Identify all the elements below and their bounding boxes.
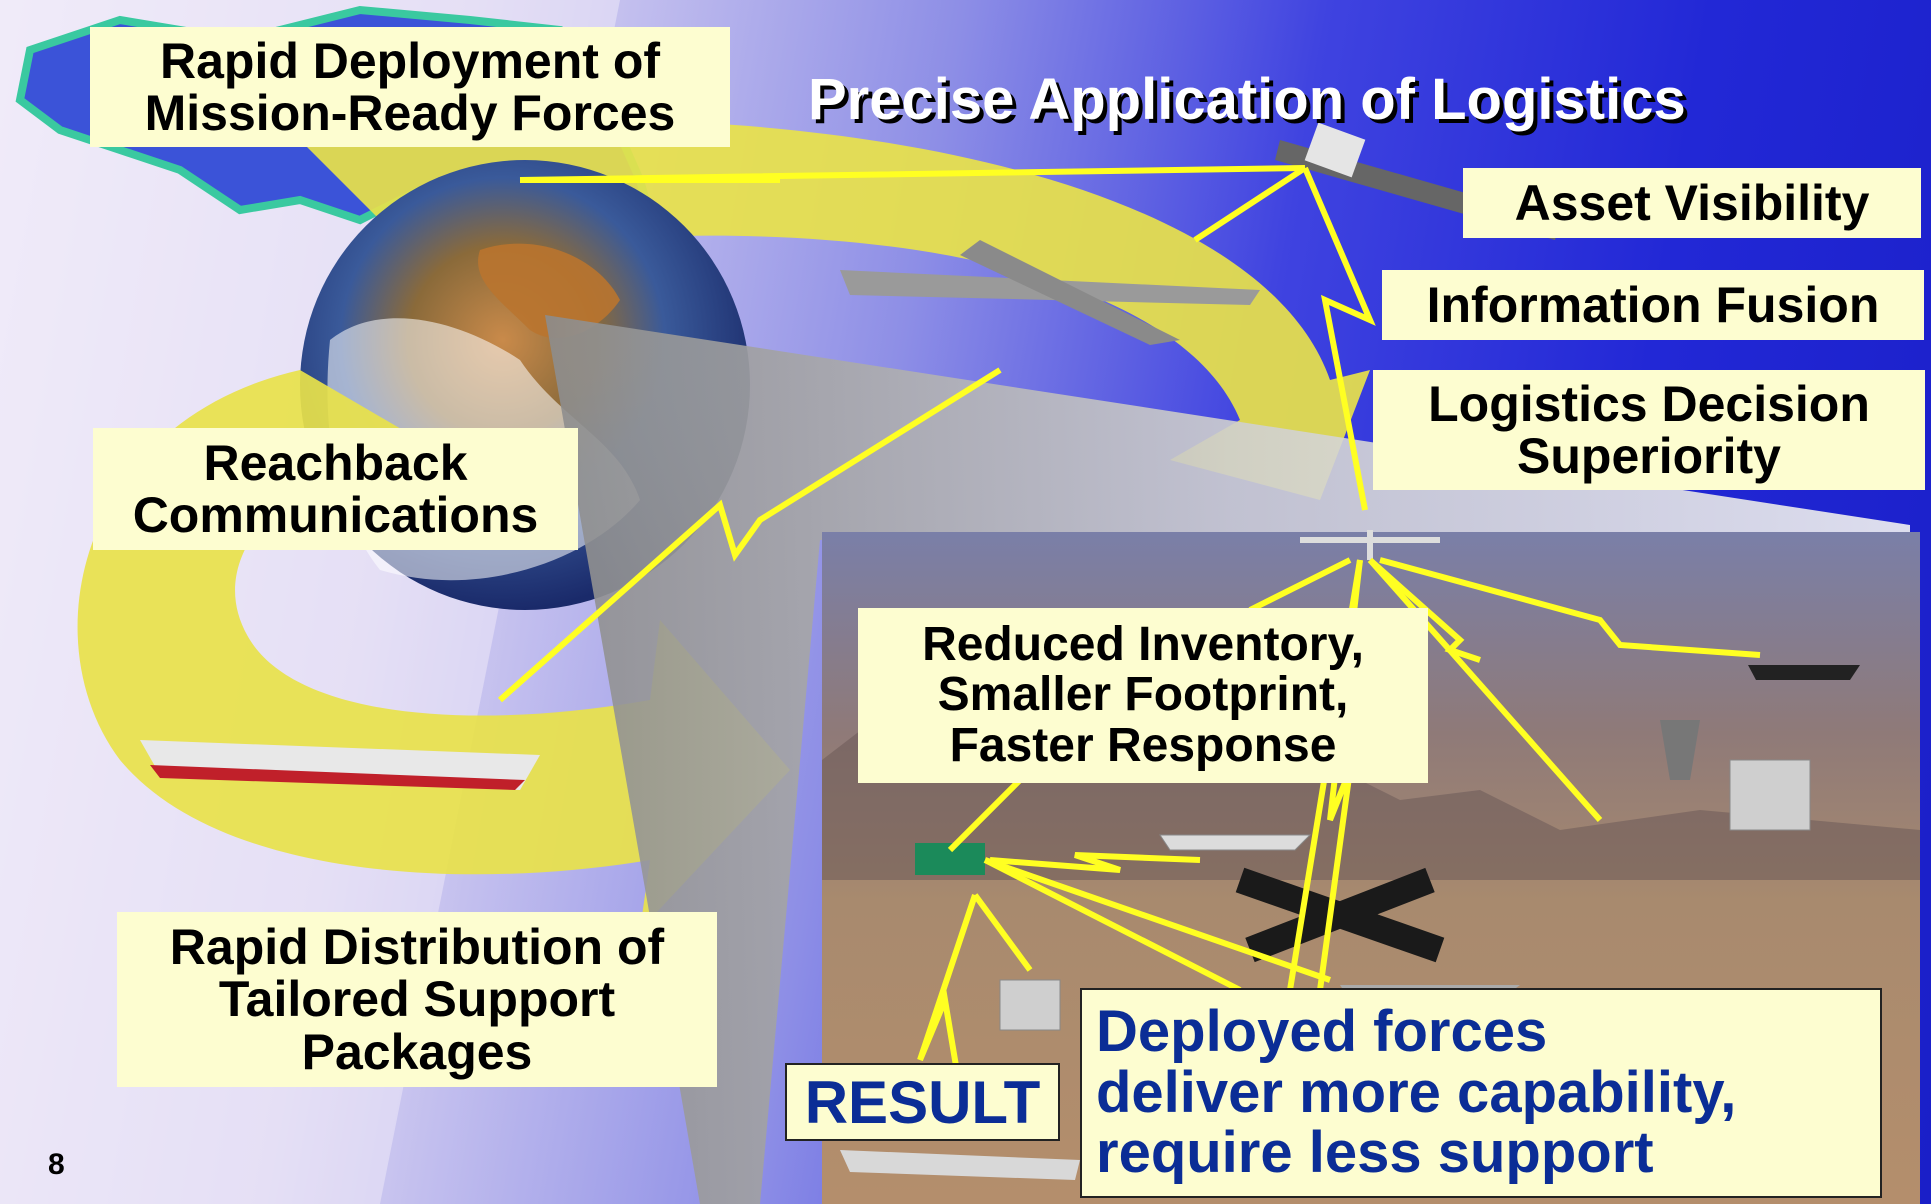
tiltrotor-aircraft — [1748, 665, 1860, 680]
label-information-fusion: Information Fusion — [1382, 270, 1924, 340]
runway — [1235, 867, 1445, 963]
label-line: Rapid Deployment of — [159, 32, 661, 89]
page-number: 8 — [48, 1148, 65, 1181]
label-line: Mission-Ready Forces — [144, 85, 676, 141]
buildings-left — [999, 979, 1061, 1031]
comm-links — [498, 165, 1761, 1091]
label-line: Packages — [301, 1023, 533, 1080]
landmass — [478, 243, 620, 339]
label-reduced-inventory: Reduced Inventory, Smaller Footprint, Fa… — [858, 608, 1428, 783]
result-label: RESULT — [785, 1063, 1060, 1141]
label-line: Rapid Distribution of — [169, 918, 665, 975]
label-rapid-distribution: Rapid Distribution of Tailored Support P… — [117, 912, 717, 1087]
label-line: Reachback — [203, 434, 468, 491]
mountains — [822, 690, 1920, 880]
label-line: Deployed forces — [1096, 998, 1548, 1064]
cargo-aircraft-wing — [960, 240, 1180, 345]
buildings-right — [1729, 759, 1811, 831]
label-line: Faster Response — [949, 718, 1337, 772]
label-line: Communications — [132, 487, 539, 543]
label-line: Smaller Footprint, — [937, 668, 1349, 722]
label-line: require less support — [1096, 1120, 1654, 1186]
slide-title: Precise Application of Logistics — [808, 67, 1686, 132]
label-rapid-deployment: Rapid Deployment of Mission-Ready Forces — [90, 27, 730, 147]
label-line: Tailored Support — [218, 971, 616, 1028]
label-line: Reduced Inventory, — [922, 617, 1364, 671]
label-logistics-decision: Logistics Decision Superiority — [1373, 370, 1925, 490]
field-satellite — [1300, 530, 1440, 560]
label-line: deliver more capability, — [1096, 1059, 1737, 1125]
parachute-drop — [1660, 720, 1700, 780]
label-reachback: Reachback Communications — [93, 428, 578, 550]
label-line: Asset Visibility — [1514, 174, 1870, 231]
cargo-plane-small — [1159, 834, 1312, 851]
label-asset-visibility: Asset Visibility — [1463, 168, 1921, 238]
cargo-ship-hull — [150, 765, 525, 790]
label-line: Logistics Decision — [1428, 375, 1870, 432]
cargo-ship-small — [840, 1150, 1080, 1180]
label-line: RESULT — [804, 1068, 1041, 1136]
label-line: Information Fusion — [1426, 276, 1880, 333]
result-statement: Deployed forces deliver more capability,… — [1080, 988, 1882, 1198]
satellite — [1304, 122, 1366, 178]
label-line: Superiority — [1517, 428, 1781, 484]
